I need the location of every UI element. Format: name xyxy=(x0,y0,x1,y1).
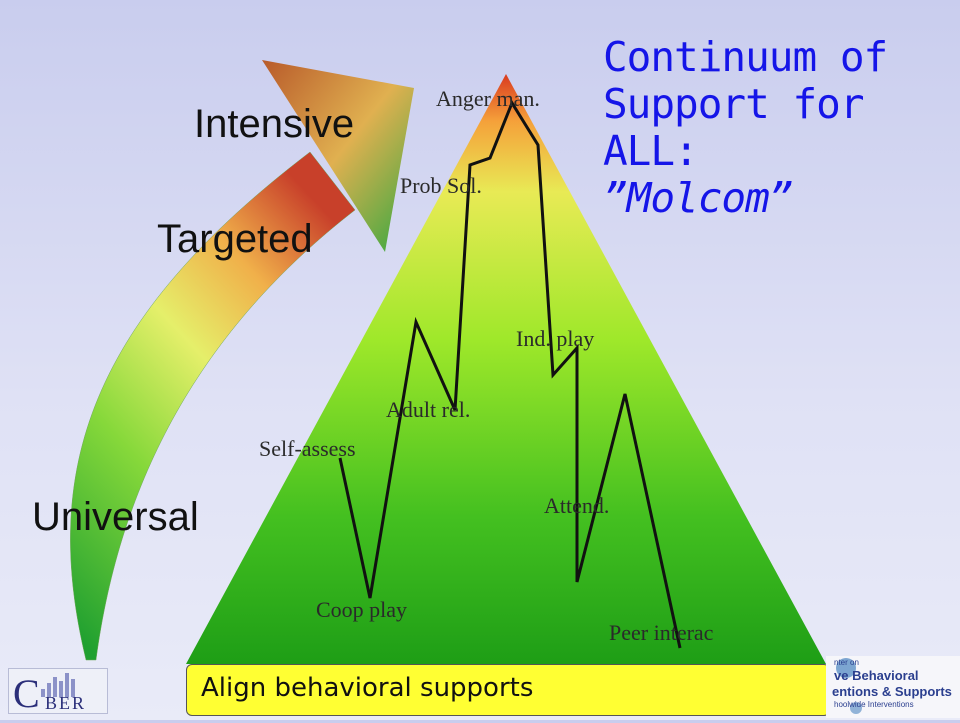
skill-label-self-assessment: Self-assess xyxy=(259,436,356,461)
support-pyramid xyxy=(186,74,826,664)
tier-label-universal: Universal xyxy=(32,495,199,539)
footer-banner-text: Align behavioral supports xyxy=(201,673,534,703)
cber-logo: C BER xyxy=(8,668,108,716)
pbis-logo-mark xyxy=(836,658,862,714)
pbis-logo-line-4: hoolwide Interventions xyxy=(834,700,914,709)
title-line-1: Continuum of xyxy=(603,33,888,81)
cber-logo-mark: C BER xyxy=(13,671,86,716)
tier-label-targeted: Targeted xyxy=(157,217,313,261)
skill-profile-line xyxy=(338,99,682,649)
pbis-logo-line-1: nter on xyxy=(834,658,859,667)
tier-arrow-head xyxy=(262,60,414,252)
slide-title: Continuum of Support for ALL: ”Molcom” xyxy=(603,34,953,222)
title-subtitle: ”Molcom” xyxy=(603,174,793,222)
svg-text:BER: BER xyxy=(45,693,86,713)
skill-label-adult-relations: Adult rel. xyxy=(386,397,471,422)
tier-arrow-shaft xyxy=(70,151,356,661)
skill-label-peer-interaction: Peer interac xyxy=(609,620,714,645)
skill-label-anger-management: Anger man. xyxy=(436,86,540,111)
skill-label-problem-solving: Prob Sol. xyxy=(400,173,482,198)
skill-label-independent-play: Ind. play xyxy=(516,326,595,351)
title-line-3: ALL: xyxy=(603,127,699,175)
tier-label-intensive: Intensive xyxy=(194,102,355,146)
footer-banner: Align behavioral supports xyxy=(186,664,830,716)
skill-label-attention: Attend. xyxy=(544,493,610,518)
svg-text:C: C xyxy=(13,671,40,713)
pbis-logo-line-3: entions & Supports xyxy=(832,684,952,699)
title-line-2: Support for xyxy=(603,80,865,128)
pbis-logo-line-2: ve Behavioral xyxy=(834,668,919,683)
skill-label-cooperative-play: Coop play xyxy=(316,597,408,622)
pbis-logo: nter on ve Behavioral entions & Supports… xyxy=(826,656,960,718)
